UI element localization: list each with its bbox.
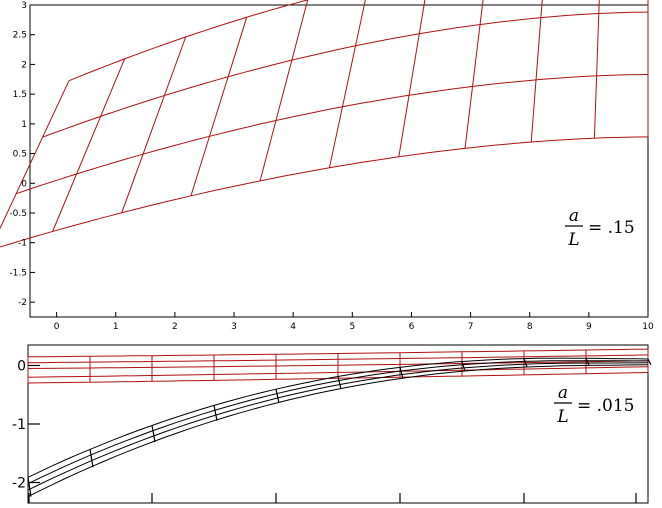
x-tick-label: 8 <box>527 322 533 332</box>
mesh-transverse-line <box>190 17 248 197</box>
deformed-mesh-line <box>27 362 649 491</box>
y-tick-label: -1.5 <box>9 268 27 278</box>
top-x-axis: 0 1 2 3 4 5 6 7 8 9 10 <box>54 312 654 332</box>
y-tick-label: 3 <box>21 1 27 11</box>
y-tick-label: 2.5 <box>13 31 27 41</box>
deformed-mesh-line <box>27 360 648 485</box>
x-tick-label: 5 <box>349 322 355 332</box>
bottom-deformed-mesh <box>27 357 652 498</box>
mesh-longitudinal-line <box>0 136 649 248</box>
mesh-transverse-line <box>0 80 70 230</box>
x-tick-label: 0 <box>54 322 60 332</box>
deformed-mesh-cross <box>89 449 94 468</box>
mesh-transverse-line <box>328 0 366 168</box>
x-tick-label: 4 <box>290 322 296 332</box>
bottom-ratio-annotation: a L = .015 <box>554 383 635 427</box>
x-tick-label: 7 <box>468 322 474 332</box>
mesh-transverse-line <box>593 0 600 139</box>
mesh-transverse-line <box>259 0 309 181</box>
deformed-mesh-cross <box>151 425 156 443</box>
top-ratio-denominator: L <box>567 230 579 250</box>
top-plot-frame <box>29 4 649 318</box>
x-tick-label: 10 <box>642 322 654 332</box>
deformed-mesh-cross <box>337 376 342 390</box>
y-tick-label: -2 <box>12 476 26 492</box>
mesh-transverse-line <box>52 58 126 232</box>
y-tick-label: 0 <box>21 179 27 189</box>
mesh-transverse-line <box>121 36 187 213</box>
y-tick-label: 0 <box>17 358 26 374</box>
y-tick-label: -0.5 <box>9 209 27 219</box>
top-ratio-annotation: a L = .15 <box>565 206 635 250</box>
deformed-mesh-cross <box>27 477 32 497</box>
x-tick-label: 6 <box>409 322 415 332</box>
top-ratio-value: = .15 <box>588 218 635 238</box>
x-tick-label: 9 <box>586 322 592 332</box>
top-panel: 0 1 2 3 4 5 6 7 8 9 10 3 2.5 2 1.5 1 0.5 0 -0.5 -1 -1.5 -2 a… <box>0 0 654 332</box>
y-tick-label: -2 <box>18 298 27 308</box>
deformed-mesh-cross <box>585 358 590 366</box>
bottom-ratio-numerator: a <box>558 383 568 403</box>
mesh-longitudinal-line <box>68 0 310 82</box>
bottom-ratio-value: = .015 <box>577 396 635 416</box>
bottom-ratio-denominator: L <box>556 407 568 427</box>
deformed-mesh-line <box>27 364 649 498</box>
top-ratio-numerator: a <box>569 206 579 226</box>
y-tick-label: -1 <box>18 239 27 249</box>
deformed-mesh-cross <box>647 358 652 366</box>
deformed-mesh-cross <box>523 358 528 368</box>
y-tick-label: 1 <box>21 120 27 130</box>
mesh-longitudinal-line <box>16 74 649 195</box>
deformed-mesh-cross <box>275 389 280 404</box>
mesh-longitudinal-line <box>42 11 649 138</box>
mesh-transverse-line <box>530 0 543 143</box>
deformed-mesh-cross <box>461 361 466 372</box>
y-tick-label: 1.5 <box>13 90 27 100</box>
y-tick-label: 2 <box>21 60 27 70</box>
mesh-transverse-line <box>464 0 484 149</box>
bottom-panel: 0 -1 -2 a L = .015 <box>12 344 652 504</box>
top-mesh <box>0 0 649 248</box>
x-tick-label: 3 <box>231 322 237 332</box>
bottom-x-axis <box>28 493 637 503</box>
y-tick-label: 0.5 <box>13 150 27 160</box>
deformed-mesh-cross <box>213 405 218 421</box>
y-tick-label: -1 <box>12 417 26 433</box>
x-tick-label: 1 <box>113 322 119 332</box>
mesh-transverse-line <box>398 0 426 157</box>
top-y-axis: 3 2.5 2 1.5 1 0.5 0 -0.5 -1 -1.5 -2 <box>9 1 35 308</box>
bottom-y-axis: 0 -1 -2 <box>12 358 40 492</box>
x-tick-label: 2 <box>172 322 178 332</box>
deformed-mesh-cross <box>399 367 404 379</box>
